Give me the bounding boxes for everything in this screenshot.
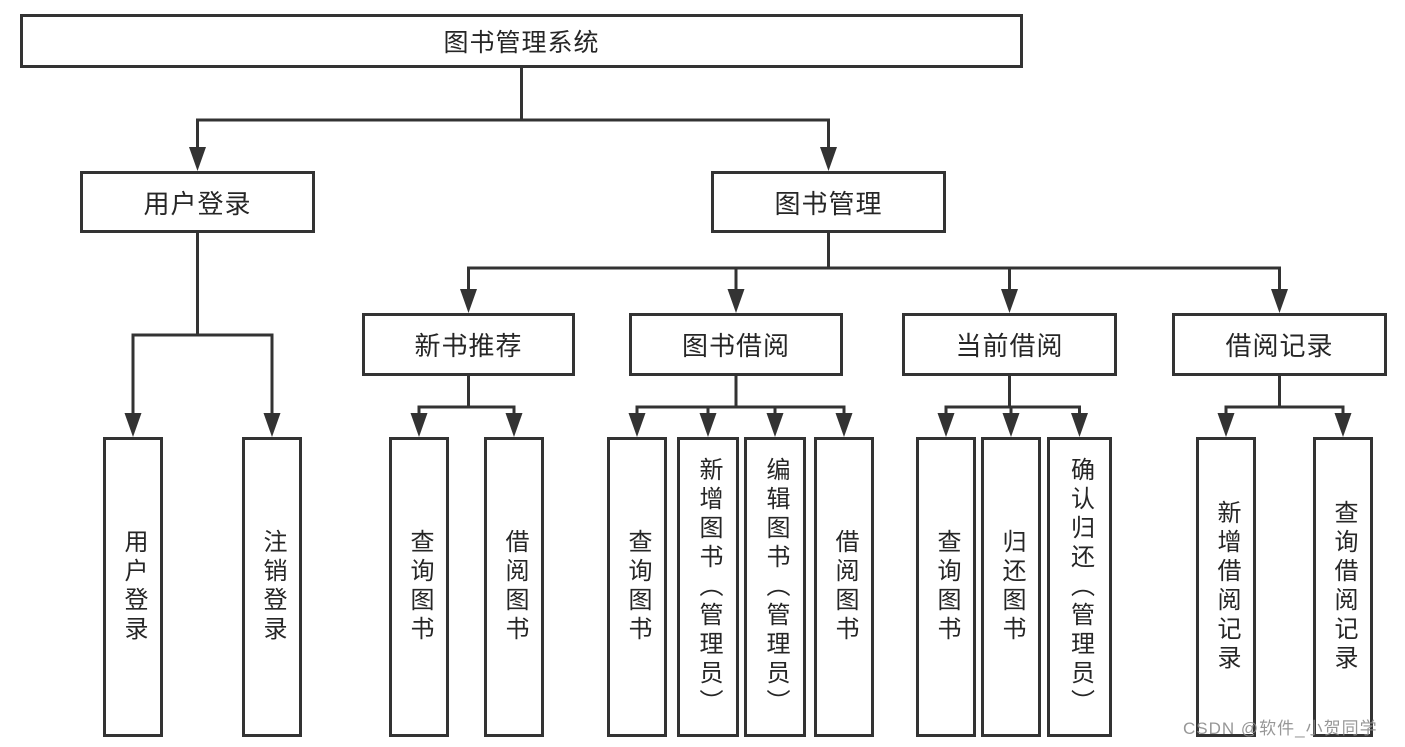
leaf-user-login: 用户登录: [103, 437, 163, 737]
node-current-borrowing: 当前借阅: [902, 313, 1117, 376]
node-borrowing-records: 借阅记录: [1172, 313, 1387, 376]
leaf-borrow-books-recommend: 借阅图书: [484, 437, 544, 737]
leaf-logout-login: 注销登录: [242, 437, 302, 737]
leaf-add-books-admin: 新增图书（管理员）: [677, 437, 739, 737]
leaf-query-books-current: 查询图书: [916, 437, 976, 737]
leaf-return-books: 归还图书: [981, 437, 1041, 737]
leaf-borrow-books-borrowing-label: 借阅图书: [831, 529, 858, 645]
leaf-query-books-borrowing: 查询图书: [607, 437, 667, 737]
csdn-watermark: CSDN @软件_小贺同学: [1183, 719, 1378, 738]
leaf-add-borrow-record-label: 新增借阅记录: [1213, 500, 1240, 674]
leaf-return-books-label: 归还图书: [998, 529, 1025, 645]
leaf-confirm-return-admin-label: 确认归还（管理员）: [1066, 456, 1094, 718]
leaf-borrow-books-borrowing: 借阅图书: [814, 437, 874, 737]
leaf-user-login-label: 用户登录: [120, 529, 147, 645]
leaf-query-books-current-label: 查询图书: [933, 529, 960, 645]
node-user-login: 用户登录: [80, 171, 315, 233]
leaf-query-borrow-record-label: 查询借阅记录: [1330, 500, 1357, 674]
leaf-borrow-books-recommend-label: 借阅图书: [501, 529, 528, 645]
leaf-edit-books-admin-label: 编辑图书（管理员）: [762, 456, 789, 718]
leaf-add-borrow-record: 新增借阅记录: [1196, 437, 1256, 737]
leaf-query-books-borrowing-label: 查询图书: [624, 529, 651, 645]
node-book-borrowing: 图书借阅: [629, 313, 843, 376]
leaf-query-books-recommend-label: 查询图书: [406, 529, 433, 645]
leaf-logout-login-label: 注销登录: [259, 529, 286, 645]
leaf-confirm-return-admin: 确认归还（管理员）: [1047, 437, 1112, 737]
leaf-edit-books-admin: 编辑图书（管理员）: [744, 437, 806, 737]
leaf-add-books-admin-label: 新增图书（管理员）: [695, 456, 722, 718]
node-book-management: 图书管理: [711, 171, 946, 233]
leaf-query-books-recommend: 查询图书: [389, 437, 449, 737]
node-new-book-recommend: 新书推荐: [362, 313, 575, 376]
node-root-system: 图书管理系统: [20, 14, 1023, 68]
leaf-query-borrow-record: 查询借阅记录: [1313, 437, 1373, 737]
